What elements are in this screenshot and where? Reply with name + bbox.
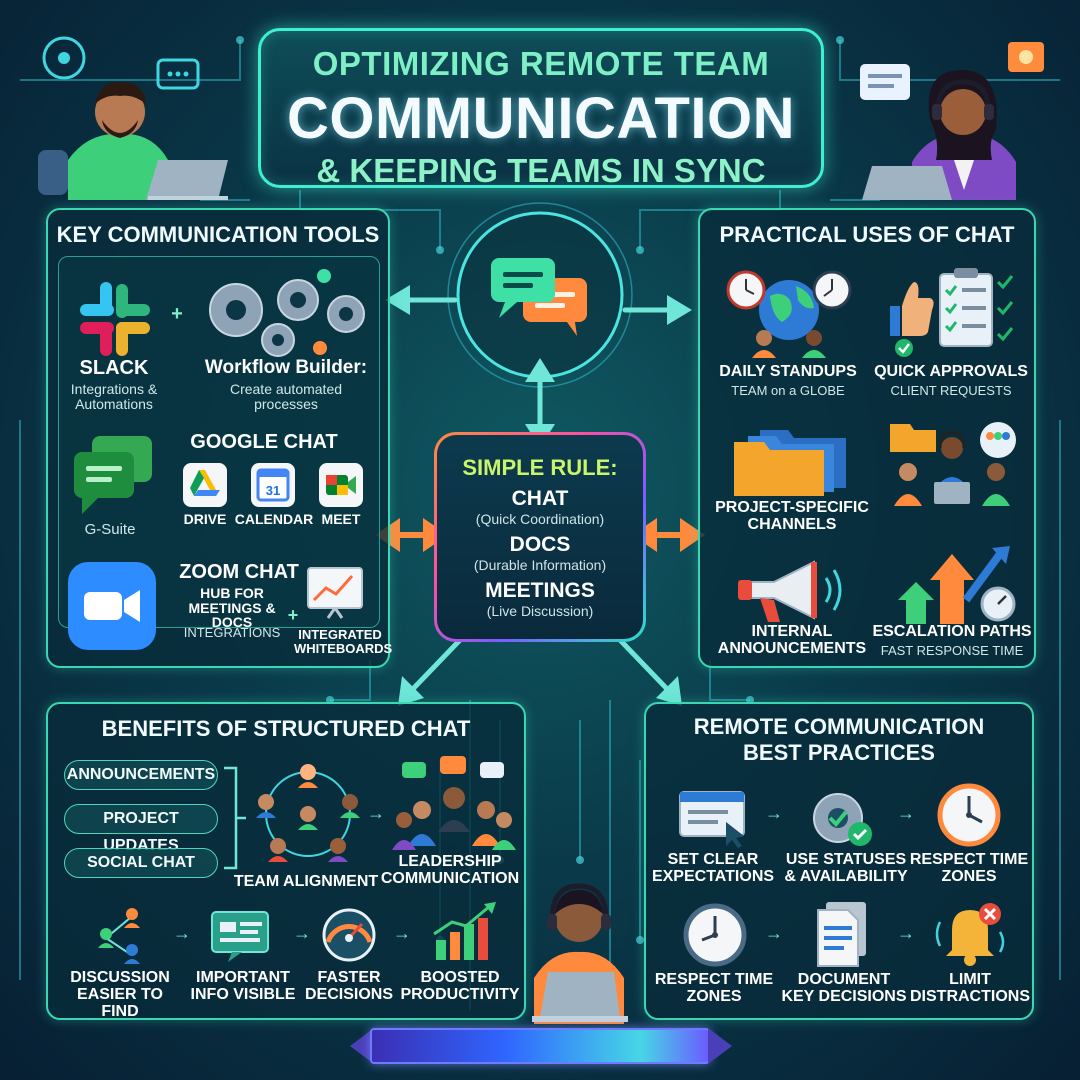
benefits-panel: BENEFITS OF STRUCTURED CHAT ANNOUNCEMENT…: [46, 702, 526, 1020]
slack-desc: Integrations & Automations: [70, 381, 158, 413]
megaphone-icon: [738, 560, 842, 622]
drive-label: DRIVE: [183, 511, 227, 527]
slack-label: SLACK: [79, 357, 149, 379]
practices-panel: REMOTE COMMUNICATION BEST PRACTICES SET …: [644, 702, 1034, 1020]
announcements-label: INTERNAL ANNOUNCEMENTS: [717, 623, 867, 657]
gauge-icon: [322, 908, 376, 962]
zoom-video-icon: [68, 562, 156, 650]
alignment-label: TEAM ALIGNMENT: [233, 873, 379, 890]
google-chat-icon: [74, 436, 152, 514]
tools-panel: KEY COMMUNICATION TOOLS SLACK Integratio…: [46, 208, 393, 668]
bell-icon: [935, 903, 1005, 966]
rule-chat: CHAT: [511, 487, 569, 510]
person-laptop-icon: [860, 42, 1044, 200]
person-laptop-icon: [38, 36, 228, 200]
faster-decisions-label: FASTER DECISIONS: [304, 969, 393, 1003]
workflow-label: Workflow Builder:: [204, 357, 368, 378]
simple-rule-box: SIMPLE RULE: CHAT (Quick Coordination) D…: [434, 432, 646, 642]
zoom-hub-label: HUB FOR MEETINGS & DOCS: [188, 585, 276, 631]
rule-heading: SIMPLE RULE:: [462, 455, 618, 480]
whiteboard-icon: [307, 567, 363, 619]
uses-heading: PRACTICAL USES OF CHAT: [719, 222, 1015, 247]
checklist-icon: [890, 268, 1014, 357]
practice-distractions-label: LIMIT DISTRACTIONS: [910, 971, 1030, 1005]
calendar-icon: 31: [251, 463, 295, 507]
standups-desc: TEAM on a GLOBE: [731, 383, 845, 398]
practices-heading: REMOTE COMMUNICATION BEST PRACTICES: [693, 714, 985, 766]
approvals-label: QUICK APPROVALS: [874, 363, 1028, 380]
pill-social-chat: SOCIAL CHAT: [64, 848, 218, 878]
gears-icon: [209, 269, 365, 357]
practice-document-label: DOCUMENT KEY DECISIONS: [781, 971, 907, 1005]
rule-docs-desc: (Durable Information): [473, 557, 607, 573]
practice-statuses-label: USE STATUSES & AVAILABILITY: [784, 851, 908, 885]
workflow-desc: Create automated processes: [229, 381, 343, 413]
escalation-label: ESCALATION PATHS: [872, 623, 1032, 640]
chat-bubbles-icon: [392, 756, 516, 850]
pill-project-updates: PROJECT UPDATES: [64, 804, 218, 854]
bottom-ribbon: [370, 1028, 710, 1064]
discussion-label: DISCUSSION EASIER TO FIND: [70, 969, 170, 1020]
calendar-label: CALENDAR: [234, 511, 314, 527]
clock-icon: [683, 903, 747, 967]
title-banner: OPTIMIZING REMOTE TEAM COMMUNICATION & K…: [258, 28, 824, 189]
info-visible-label: IMPORTANT INFO VISIBLE: [190, 969, 296, 1003]
channels-label: PROJECT-SPECIFIC CHANNELS: [715, 499, 869, 533]
practice-timezones-label-2: RESPECT TIME ZONES: [654, 971, 774, 1005]
chat-bubbles-icon: [890, 422, 1016, 506]
title-line-1: OPTIMIZING REMOTE TEAM: [312, 45, 770, 82]
growth-chart-icon: [433, 902, 496, 960]
escalation-desc: FAST RESPONSE TIME: [880, 643, 1024, 658]
browser-window-icon: [211, 911, 269, 962]
network-icon: [98, 908, 140, 964]
clock-icon: [937, 783, 1001, 847]
zoom-chat-label: ZOOM CHAT: [179, 561, 299, 583]
rule-meetings: MEETINGS: [485, 579, 595, 602]
meet-icon: [319, 463, 363, 507]
rule-docs: DOCS: [509, 533, 571, 556]
gear-check-icon: [813, 793, 872, 846]
leadership-label: LEADERSHIP COMMUNICATION: [380, 853, 520, 887]
benefits-heading: BENEFITS OF STRUCTURED CHAT: [101, 716, 471, 741]
browser-window-icon: [679, 791, 745, 848]
meet-label: MEET: [321, 511, 361, 527]
gsuite-label: G-Suite: [84, 521, 136, 538]
standups-label: DAILY STANDUPS: [719, 363, 857, 380]
network-icon: [256, 764, 360, 862]
uses-panel: PRACTICAL USES OF CHAT DAILY STANDUPS TE…: [698, 208, 1036, 668]
whiteboards-label: INTEGRATED WHITEBOARDS: [294, 627, 393, 657]
tools-heading: KEY COMMUNICATION TOOLS: [56, 222, 380, 247]
pill-announcements: ANNOUNCEMENTS: [64, 760, 218, 790]
folder-icon: [734, 430, 846, 496]
rule-meetings-desc: (Live Discussion): [486, 603, 594, 619]
chat-bubbles-icon: [491, 258, 587, 336]
practice-expectations-label: SET CLEAR EXPECTATIONS: [651, 851, 775, 885]
title-line-3: & KEEPING TEAMS IN SYNC: [316, 152, 766, 189]
svg-text:31: 31: [266, 483, 280, 498]
bracket-arrow: [224, 766, 246, 870]
globe-icon: [726, 270, 852, 358]
rule-chat-desc: (Quick Coordination): [475, 511, 605, 527]
practice-timezones-label-1: RESPECT TIME ZONES: [909, 851, 1029, 885]
approvals-desc: CLIENT REQUESTS: [890, 383, 1012, 398]
ribbon-right-tail: [708, 1028, 732, 1064]
person-laptop-icon: [532, 883, 628, 1024]
productivity-label: BOOSTED PRODUCTIVITY: [400, 969, 520, 1003]
zoom-integrations-label: INTEGRATIONS: [183, 625, 281, 640]
title-line-2: COMMUNICATION: [286, 86, 796, 151]
slack-logo-icon: [80, 282, 150, 356]
google-chat-label: GOOGLE CHAT: [190, 431, 338, 453]
rising-arrows-icon: [898, 546, 1016, 624]
document-icon: [817, 902, 866, 967]
drive-icon: [183, 463, 227, 507]
